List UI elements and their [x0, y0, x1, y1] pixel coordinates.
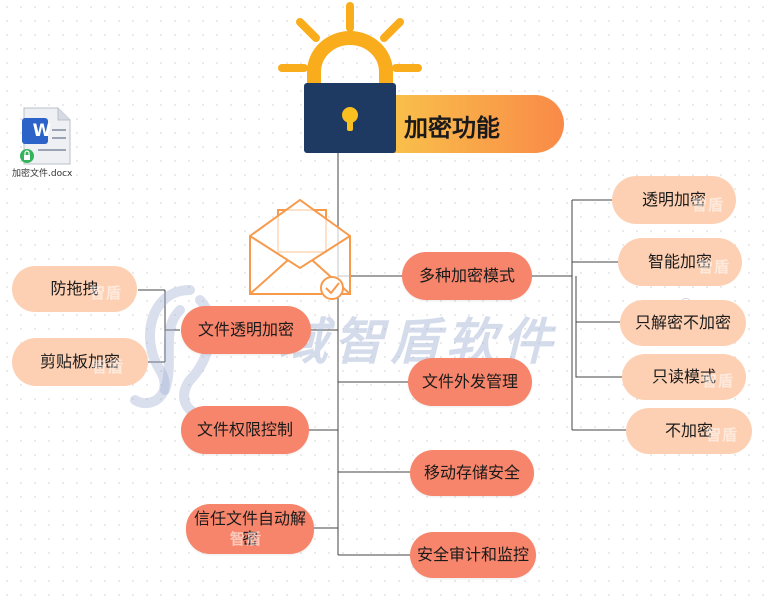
node-multi-modes: 多种加密模式 [402, 252, 532, 300]
node-transparent-encryption: 文件透明加密 [181, 306, 311, 354]
node-trusted-auto-decrypt: 信任文件自动解密 [186, 504, 314, 554]
node-prevent-drag: 防拖拽 [12, 266, 137, 312]
node-mode-readonly: 只读模式 [622, 354, 746, 400]
docx-file-icon: W [18, 106, 74, 166]
envelope-check-icon [249, 198, 351, 300]
sun-rays-icon [278, 2, 422, 90]
page-title: 加密功能 [404, 114, 500, 142]
file-name-label: 加密文件.docx [12, 169, 73, 179]
word-letter: W [32, 121, 52, 141]
node-clipboard-encrypt: 剪贴板加密 [12, 338, 148, 386]
title-banner [380, 95, 564, 153]
node-mode-transparent: 透明加密 [612, 176, 736, 224]
node-mode-smart: 智能加密 [618, 238, 742, 286]
node-permission-control: 文件权限控制 [181, 406, 309, 454]
node-mode-decrypt-only: 只解密不加密 [620, 300, 746, 346]
node-mode-no-encrypt: 不加密 [626, 408, 752, 454]
lock-icon [304, 83, 396, 153]
node-mobile-storage: 移动存储安全 [410, 450, 534, 496]
node-outgoing-management: 文件外发管理 [408, 358, 532, 406]
node-security-audit: 安全审计和监控 [410, 532, 536, 578]
